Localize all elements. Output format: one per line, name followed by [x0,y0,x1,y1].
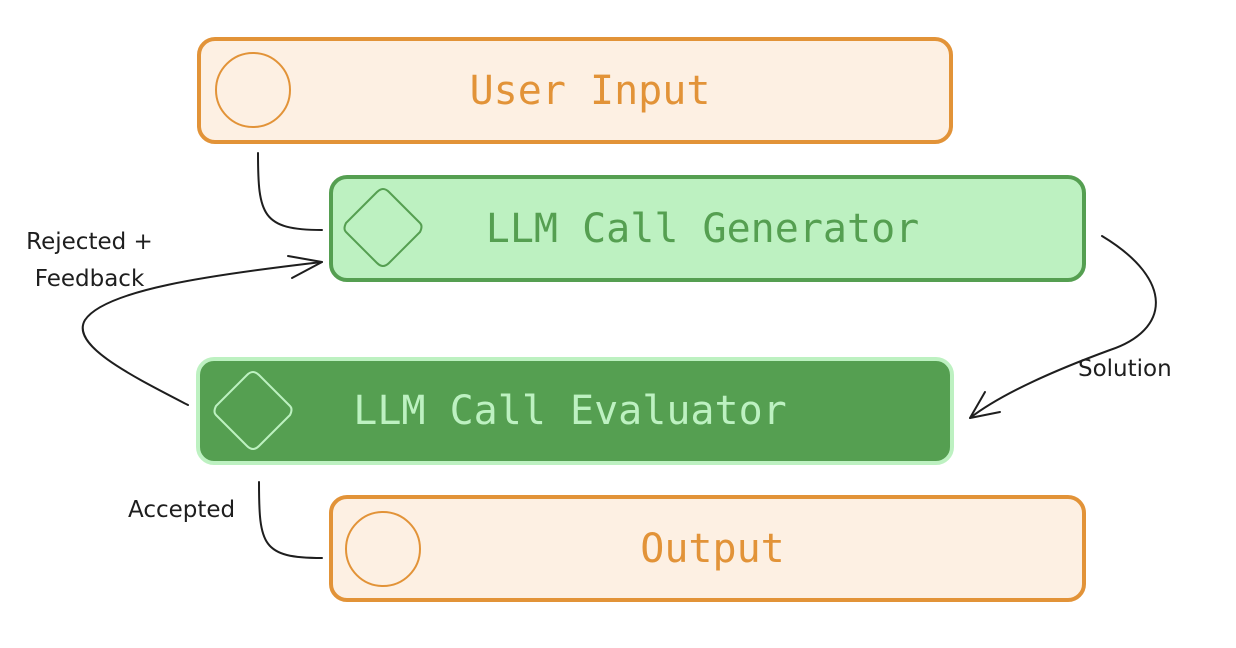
diamond-icon [343,187,423,268]
node-user-input: User Input [197,37,953,144]
node-llm-call-evaluator-label: LLM Call Evaluator [353,388,787,434]
edge-label-rejected-feedback: Rejected + Feedback [12,224,167,298]
arrowhead-evaluator [969,391,1001,419]
edge-evaluator-to-output [258,481,323,559]
edge-generator-to-evaluator [969,235,1157,419]
circle-icon [215,52,291,128]
node-user-input-label: User Input [469,67,711,114]
node-llm-call-evaluator: LLM Call Evaluator [196,357,954,465]
circle-icon [345,511,421,587]
node-output: Output [329,495,1086,602]
edge-label-rejected-line1: Rejected + [26,229,153,255]
arrowhead-generator [287,255,323,279]
edge-label-accepted: Accepted [128,497,236,523]
edge-evaluator-to-generator [81,261,323,406]
node-llm-call-generator-label: LLM Call Generator [485,205,920,252]
node-output-label: Output [640,525,785,572]
edge-label-solution: Solution [1078,356,1172,382]
edge-label-rejected-line2: Feedback [34,266,145,292]
diamond-icon [213,370,293,451]
node-llm-call-generator: LLM Call Generator [329,175,1086,282]
edge-input-to-generator [257,152,323,231]
